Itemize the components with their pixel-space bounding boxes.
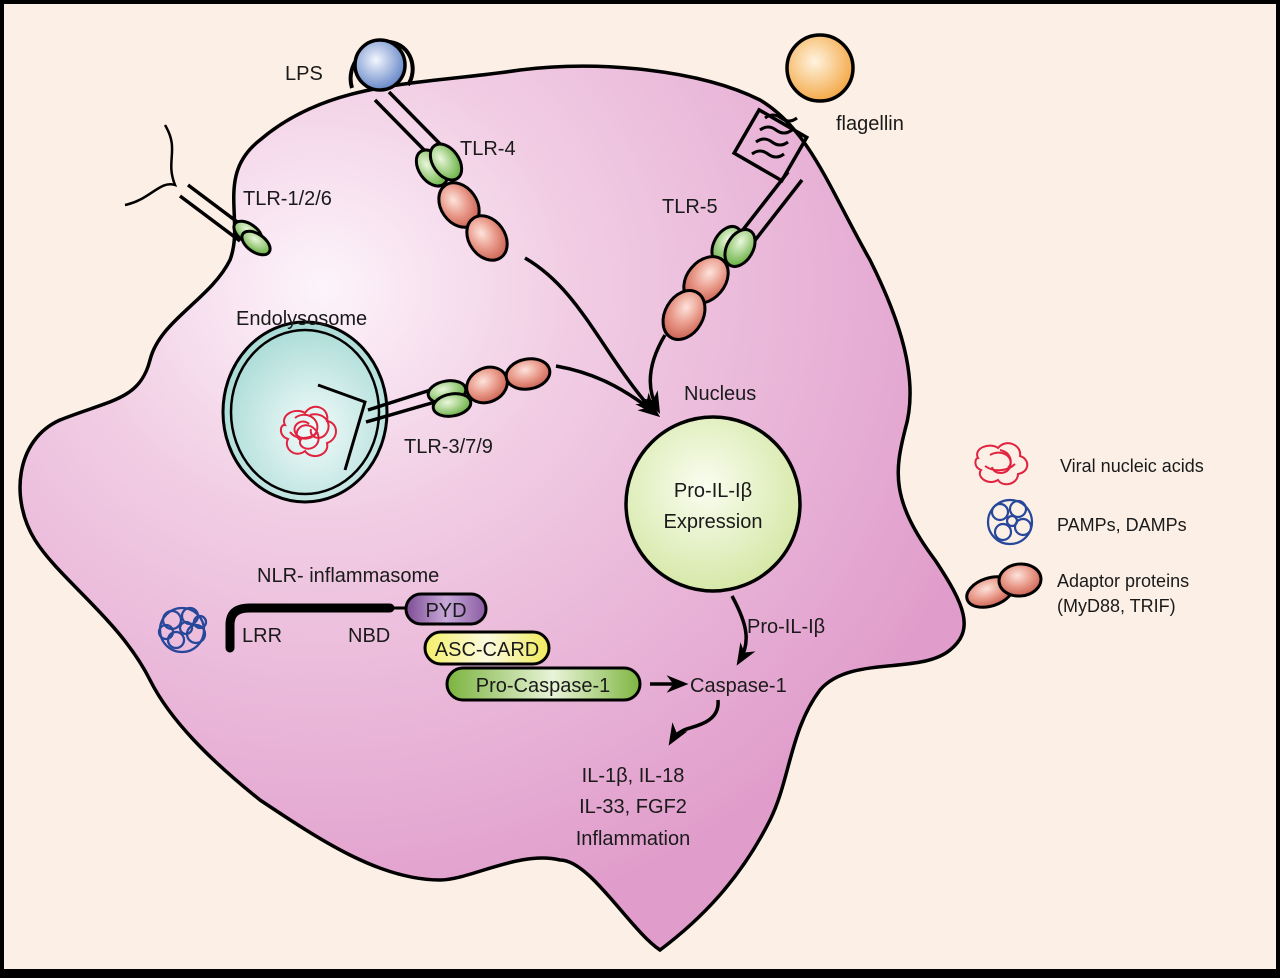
- tlr-3-7-9-label: TLR-3/7/9: [404, 436, 493, 458]
- legend-adaptor-label: Adaptor proteins: [1057, 571, 1189, 591]
- asc-card-label: ASC-CARD: [435, 639, 539, 661]
- pro-il-to-caspase-arrow: [730, 595, 756, 666]
- pro-caspase-1-domain: Pro-Caspase-1: [445, 666, 642, 702]
- tlr-5-receptor: [661, 107, 810, 341]
- legend-pamp-label: PAMPs, DAMPs: [1057, 515, 1187, 535]
- asc-card-domain: ASC-CARD: [423, 630, 551, 666]
- pamp-damp-cluster: [157, 606, 208, 654]
- flagellin-label: flagellin: [836, 113, 904, 135]
- cell-membrane: [18, 64, 966, 953]
- lrr-label: LRR: [242, 625, 282, 647]
- endolysosome-label: Endolysosome: [236, 308, 367, 330]
- viral-nucleic-acid-cluster: [279, 405, 337, 458]
- caspase-to-outputs-arrow: [668, 699, 720, 746]
- pro-il-label: Pro-IL-Iβ: [747, 616, 825, 638]
- output-line-1: IL-1β, IL-18: [582, 765, 685, 787]
- legend-viral-label: Viral nucleic acids: [1060, 456, 1204, 476]
- legend-adaptor-sublabel: (MyD88, TRIF): [1057, 596, 1176, 616]
- legend: Viral nucleic acids PAMPs, DAMPs Adaptor…: [965, 442, 1204, 616]
- nucleus-text-line2: Expression: [664, 511, 763, 533]
- tlr-4-receptor: [373, 90, 509, 262]
- tlr5-to-nucleus-arrow: [642, 334, 667, 414]
- nucleus: [624, 415, 802, 593]
- viral-nucleic-acid-icon: [974, 442, 1029, 486]
- lps-ligand: [348, 38, 415, 92]
- lipopeptide-ligand: [124, 124, 178, 207]
- pyd-domain: PYD: [404, 592, 488, 626]
- output-line-2: IL-33, FGF2: [579, 796, 687, 818]
- tlr4-to-nucleus-arrow: [524, 256, 657, 415]
- lps-label: LPS: [285, 63, 323, 85]
- flagellin-binding-box: [731, 107, 810, 184]
- output-line-3: Inflammation: [576, 828, 691, 850]
- pamp-damp-icon: [986, 498, 1034, 546]
- tlr-4-label: TLR-4: [460, 138, 516, 160]
- pyd-label: PYD: [425, 600, 466, 622]
- pro-caspase-1-label: Pro-Caspase-1: [476, 675, 611, 697]
- tlr-3-7-9-receptor: [317, 357, 552, 471]
- flagellin-ligand: [785, 33, 855, 103]
- tlr-1-2-6-receptor: [124, 124, 272, 257]
- nucleus-label: Nucleus: [684, 383, 756, 405]
- nbd-label: NBD: [348, 625, 390, 647]
- caspase-1-label: Caspase-1: [690, 675, 787, 697]
- nucleus-text-line1: Pro-IL-Iβ: [674, 480, 752, 502]
- nlr-inflammasome-title: NLR- inflammasome: [257, 565, 439, 587]
- nlr-backbone: [225, 603, 395, 653]
- tlr-1-2-6-label: TLR-1/2/6: [243, 188, 332, 210]
- tlr-5-label: TLR-5: [662, 196, 718, 218]
- adaptor-protein-icon: [965, 562, 1043, 609]
